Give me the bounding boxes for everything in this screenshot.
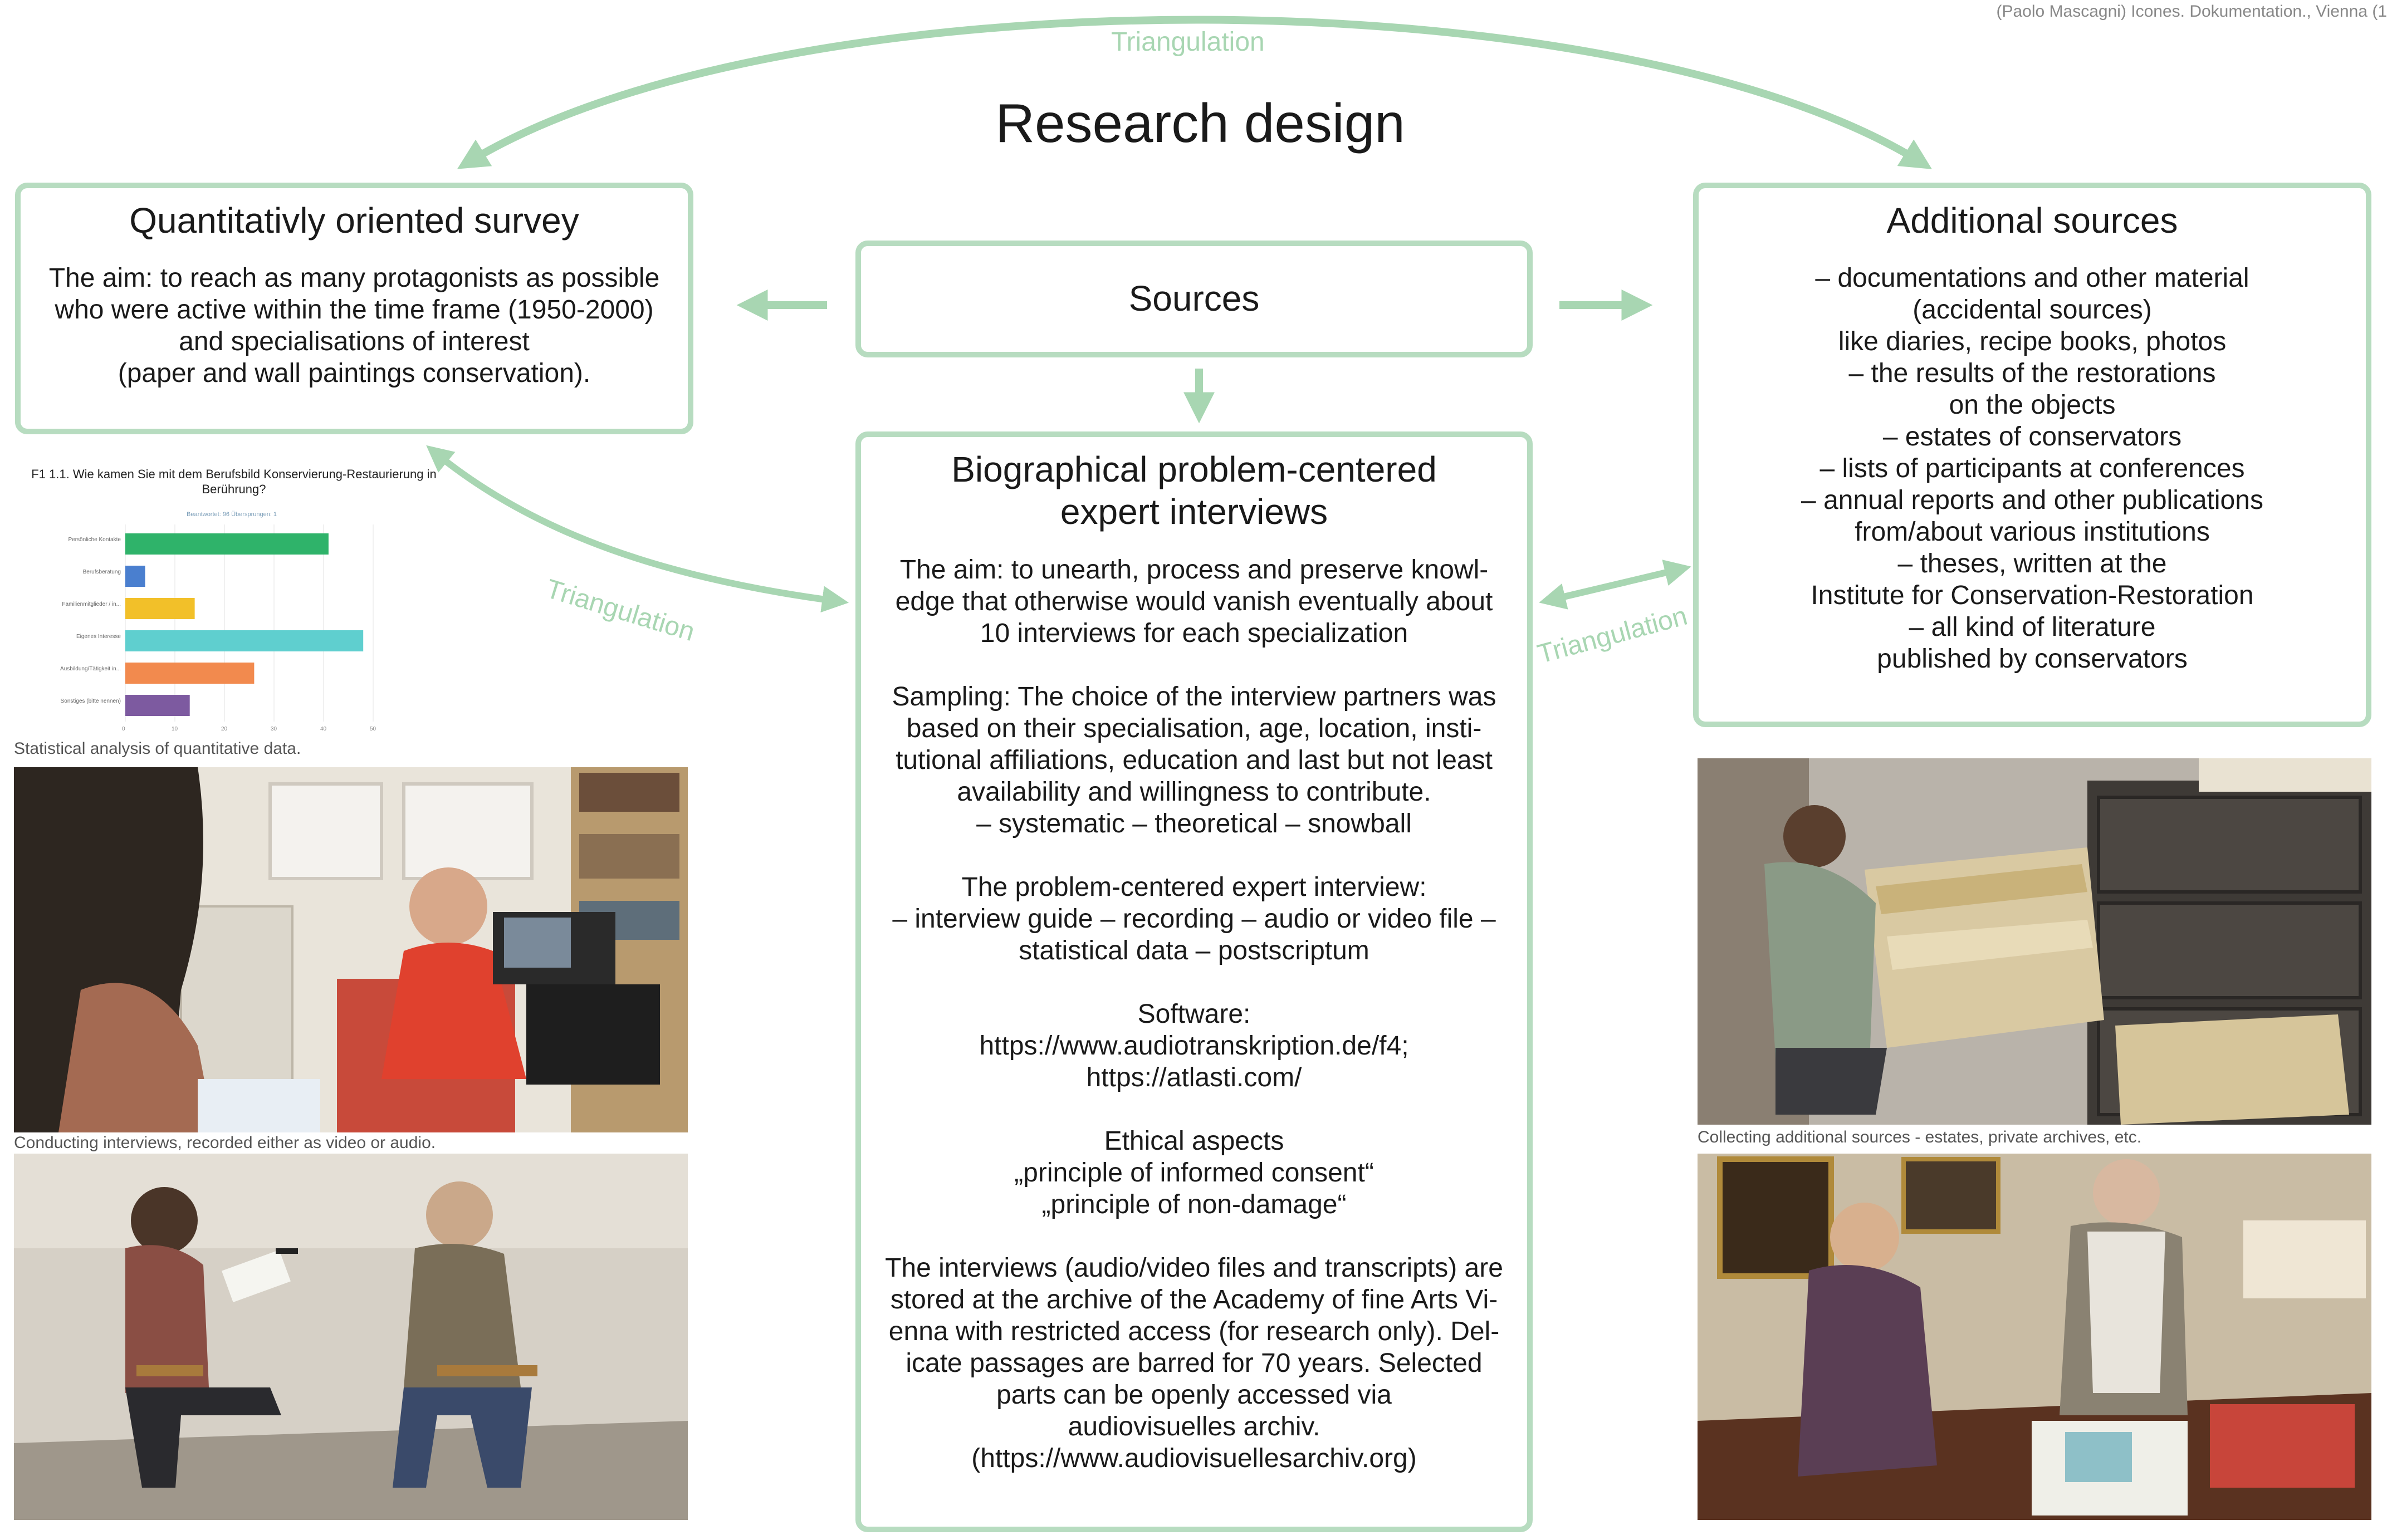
chart-category-label: Ausbildung/Tätigkeit in... bbox=[60, 666, 121, 672]
chart-subtitle: Beantwortet: 96 Übersprungen: 1 bbox=[187, 511, 277, 518]
chart-bar bbox=[125, 598, 195, 619]
chart-category-label: Eigenes Interesse bbox=[76, 634, 121, 640]
survey-box: Quantitativly oriented survey The aim: t… bbox=[15, 183, 693, 434]
survey-interviews-arrow bbox=[426, 445, 849, 613]
top-arc-arrow bbox=[457, 16, 1933, 169]
additional-sources-title: Additional sources bbox=[1886, 200, 2178, 241]
stats-caption: Statistical analysis of quantitative dat… bbox=[14, 739, 301, 758]
chart-bar bbox=[125, 566, 145, 587]
survey-bar-chart: F1 1.1. Wie kamen Sie mit dem Berufsbild… bbox=[14, 467, 454, 734]
survey-title: Quantitativly oriented survey bbox=[129, 200, 579, 241]
interviews-caption: Conducting interviews, recorded either a… bbox=[14, 1134, 436, 1152]
interviews-title: Biographical problem-centered expert int… bbox=[951, 449, 1437, 532]
chart-x-tick-label: 10 bbox=[172, 726, 178, 732]
archive-photo bbox=[1698, 758, 2371, 1125]
chart-bar bbox=[125, 533, 329, 555]
credit-line: (Paolo Mascagni) Icones. Dokumentation.,… bbox=[1996, 2, 2387, 21]
chart-x-tick-label: 20 bbox=[221, 726, 228, 732]
additional-sources-caption: Collecting additional sources - estates,… bbox=[1698, 1128, 2142, 1146]
additional-sources-box: Additional sources – documentations and … bbox=[1693, 183, 2371, 727]
interviews-body: The aim: to unearth, process and preserv… bbox=[885, 555, 1503, 1473]
chart-x-tick-label: 40 bbox=[320, 726, 327, 732]
chart-category-label: Persönliche Kontakte bbox=[68, 537, 121, 543]
chart-bar bbox=[125, 695, 190, 716]
chart-x-tick-label: 0 bbox=[122, 726, 125, 732]
triangulation-label-top: Triangulation bbox=[1111, 27, 1265, 57]
chart-category-label: Familienmitglieder / in... bbox=[62, 601, 121, 607]
chart-title: F1 1.1. Wie kamen Sie mit dem Berufsbild… bbox=[31, 467, 437, 496]
interviews-box: Biographical problem-centered expert int… bbox=[855, 431, 1533, 1532]
survey-body: The aim: to reach as many protagonists a… bbox=[48, 263, 660, 388]
interview-photo-video bbox=[14, 767, 688, 1132]
chart-x-tick-label: 50 bbox=[370, 726, 376, 732]
sources-box: Sources bbox=[855, 241, 1533, 357]
additional-sources-body: – documentations and other material (acc… bbox=[1801, 263, 2263, 674]
estate-photo bbox=[1698, 1154, 2371, 1520]
interview-photo-audio bbox=[14, 1154, 688, 1520]
chart-x-tick-label: 30 bbox=[271, 726, 277, 732]
interviews-additional-arrow bbox=[1539, 560, 1691, 610]
sources-title: Sources bbox=[1128, 278, 1260, 318]
chart-category-label: Sonstiges (bitte nennen) bbox=[60, 698, 121, 704]
chart-bar bbox=[125, 630, 364, 651]
chart-bar bbox=[125, 663, 255, 684]
chart-category-label: Berufsberatung bbox=[82, 569, 121, 575]
